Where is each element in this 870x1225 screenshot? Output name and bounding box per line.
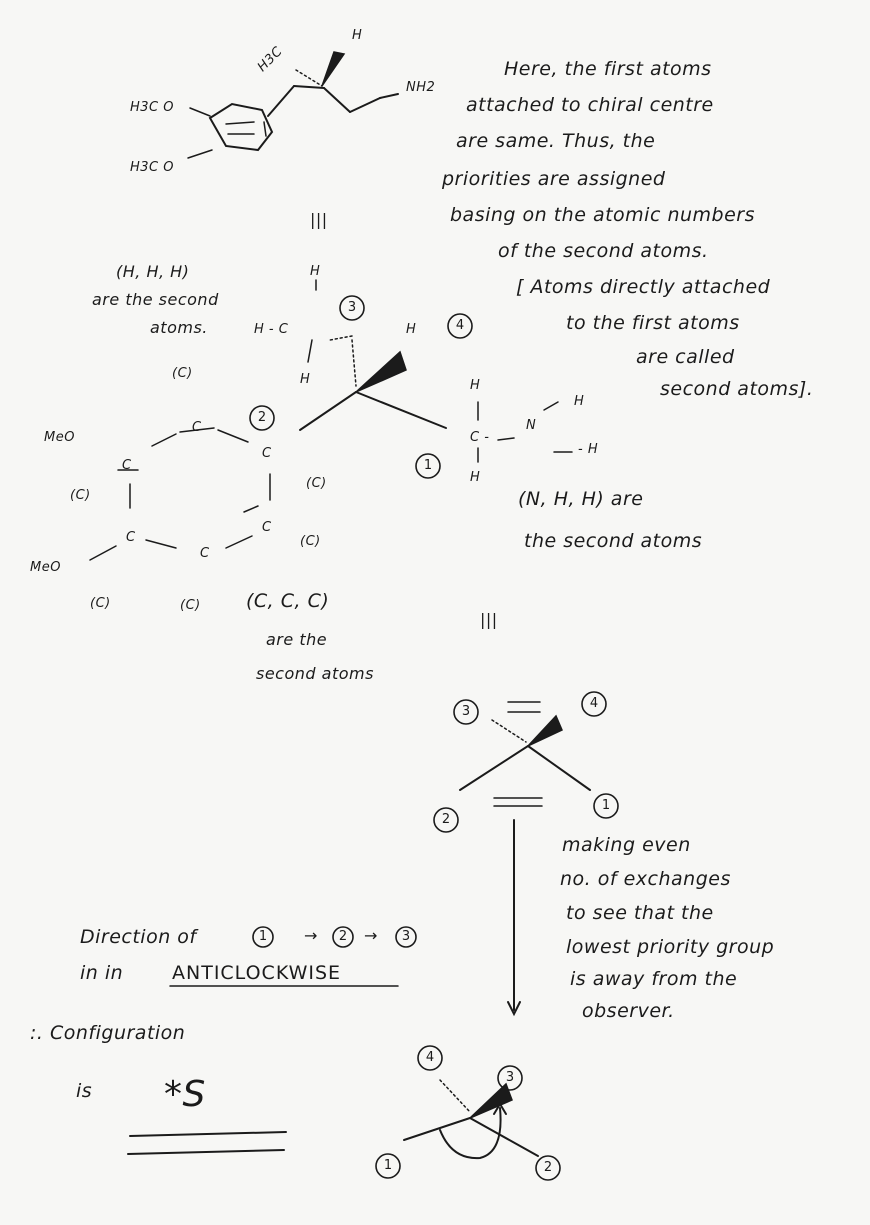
nh2-label: NH2: [406, 80, 436, 95]
group-label: C: [200, 546, 210, 561]
group-label: (C): [306, 476, 327, 491]
group-label: MeO: [44, 430, 75, 445]
h3co-label-2: H3C O: [130, 160, 174, 175]
group-label: C: [262, 446, 272, 461]
exchange-note-line: no. of exchanges: [560, 868, 731, 890]
priority-4-final: 4: [425, 1050, 435, 1065]
underlines: [127, 985, 399, 1155]
group-label: H - C: [254, 322, 289, 337]
group-label: H: [470, 470, 481, 485]
rotated-view-drawing: [459, 701, 591, 1017]
group-label: C: [122, 458, 132, 473]
direction-label: Direction of: [80, 926, 197, 948]
explanation-line: [ Atoms directly attached: [516, 276, 771, 298]
explanation-line: attached to chiral centre: [466, 94, 714, 116]
group-label: C -: [470, 430, 490, 445]
exchange-note-line: observer.: [582, 1000, 675, 1022]
group-label: N: [526, 418, 537, 433]
explanation-line: to the first atoms: [566, 312, 740, 334]
priority-2-rot: 2: [441, 812, 451, 827]
anticlockwise-label: ANTICLOCKWISE: [172, 962, 342, 984]
explanation-line: priorities are assigned: [442, 168, 666, 190]
priority-3-final: 3: [505, 1070, 515, 1085]
priority-4-mid: 4: [455, 318, 465, 333]
explanation-line: of the second atoms.: [498, 240, 709, 262]
priority-1-seq: 1: [258, 929, 268, 944]
group-label: C: [126, 530, 136, 545]
group-label: (C): [300, 534, 321, 549]
group-label: - H: [578, 442, 599, 457]
conclusion-line: :. Configuration: [30, 1022, 186, 1044]
configuration-result: *S: [164, 1074, 206, 1115]
exchange-note-line: is away from the: [570, 968, 738, 990]
ccc-note-line: second atoms: [256, 664, 374, 683]
priority-1-final: 1: [383, 1158, 393, 1173]
group-label: H: [574, 394, 585, 409]
direction-prefix: in in: [80, 962, 124, 984]
group-label: (C): [180, 598, 201, 613]
exchange-note-line: making even: [562, 834, 691, 856]
group-label: H: [300, 372, 311, 387]
explanation-line: are same. Thus, the: [456, 130, 656, 152]
equiv-symbol-2: |||: [480, 610, 498, 629]
h3co-label-1: H3C O: [130, 100, 174, 115]
group-label: MeO: [30, 560, 61, 575]
conclusion-line: is: [76, 1080, 93, 1102]
priority-3-seq: 3: [401, 929, 411, 944]
priority-1-rot: 1: [601, 798, 611, 813]
priority-3-rot: 3: [461, 704, 471, 719]
top-chiral-bonds: [295, 51, 399, 113]
arrow-glyph: →: [364, 926, 378, 945]
priority-1-mid: 1: [423, 458, 433, 473]
arrow-glyph: →: [304, 926, 318, 945]
explanation-line: second atoms].: [660, 378, 814, 400]
group-label: H: [470, 378, 481, 393]
explanation-line: basing on the atomic numbers: [450, 204, 755, 226]
exchange-note-line: to see that the: [566, 902, 714, 924]
group-label: C: [192, 420, 202, 435]
h-top-label: H: [352, 28, 363, 43]
left-note-line: are the second: [92, 290, 219, 309]
ccc-note-line: are the: [266, 630, 328, 649]
group-label: C: [262, 520, 272, 535]
group-label: (C): [90, 596, 111, 611]
final-view-drawing: [403, 1079, 539, 1160]
nhh-note-line: the second atoms: [524, 530, 703, 552]
middle-structure-drawing: [89, 279, 573, 561]
priority-3-mid: 3: [347, 300, 357, 315]
exchange-note-line: lowest priority group: [566, 936, 775, 958]
benzene-ring-drawing: [187, 85, 325, 159]
priority-2-mid: 2: [257, 410, 267, 425]
priority-2-seq: 2: [338, 929, 348, 944]
left-note-line: (H, H, H): [116, 262, 190, 281]
explanation-line: are called: [636, 346, 735, 368]
priority-4-rot: 4: [589, 696, 599, 711]
priority-circles: [249, 295, 619, 1181]
group-label: (C): [70, 488, 91, 503]
group-label: H: [310, 264, 321, 279]
explanation-line: Here, the first atoms: [504, 58, 712, 80]
equiv-symbol-1: |||: [310, 210, 328, 229]
group-label: (C): [172, 366, 193, 381]
ccc-note-line: (C, C, C): [246, 590, 330, 612]
nhh-note-line: (N, H, H) are: [518, 488, 644, 510]
priority-2-final: 2: [543, 1160, 553, 1175]
left-note-line: atoms.: [150, 318, 208, 337]
group-label: H: [406, 322, 417, 337]
